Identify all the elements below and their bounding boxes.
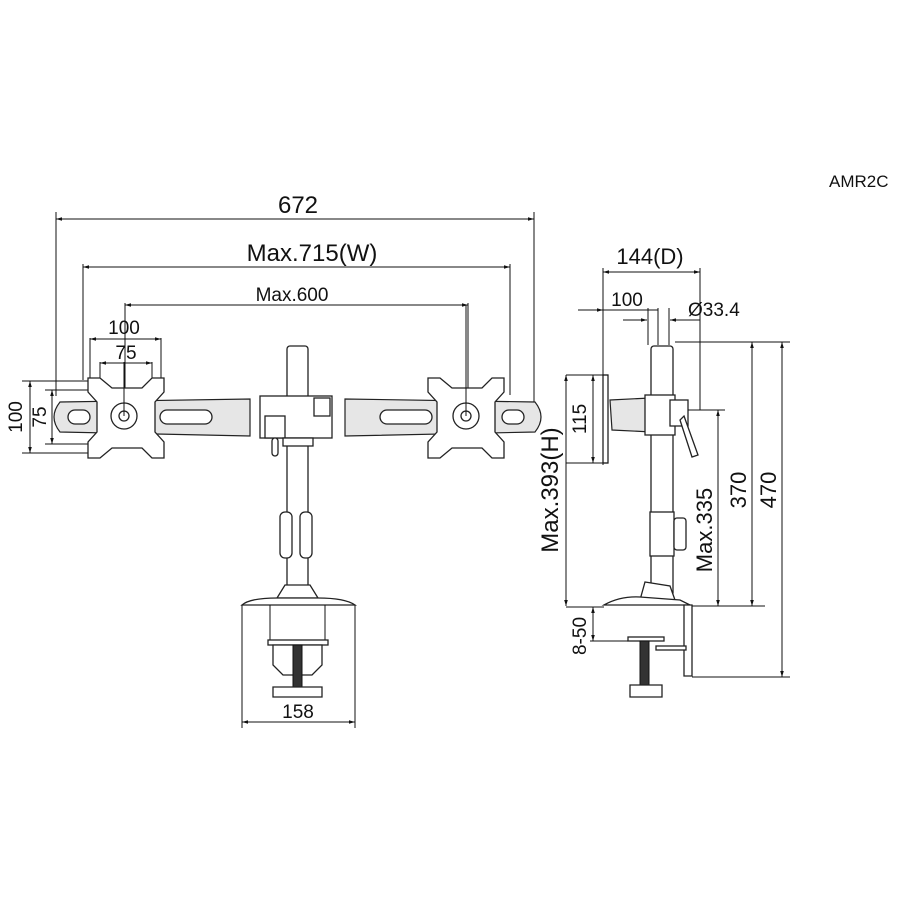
dim-max-mount-height: Max.335 (692, 488, 717, 572)
dim-base-width: 158 (282, 702, 314, 723)
dim-vesa-v-75: 75 (30, 406, 51, 427)
dim-pole-diameter: Ø33.4 (688, 300, 740, 321)
dim-max-center: Max.600 (256, 285, 329, 306)
dim-clamp-range: 8-50 (570, 617, 591, 655)
dim-vesa-v-100: 100 (6, 401, 27, 433)
dim-plate-height: 115 (570, 404, 591, 434)
dim-depth: 144(D) (616, 244, 683, 269)
dim-arm-offset: 100 (611, 290, 643, 311)
model-label: AMR2C (829, 172, 889, 191)
dim-overall-height: 470 (756, 472, 781, 509)
dim-pole-height: 370 (726, 472, 751, 509)
dim-max-width: Max.715(W) (247, 240, 378, 267)
front-view: 672 Max.715(W) Max.600 100 75 100 75 (6, 192, 542, 728)
dim-max-height: Max.393(H) (537, 427, 564, 552)
dim-vesa-h-75: 75 (115, 343, 136, 364)
dim-vesa-h-100: 100 (108, 318, 140, 339)
side-view: 144(D) 100 Ø33.4 115 (537, 244, 790, 698)
dim-overall-width: 672 (278, 192, 318, 219)
